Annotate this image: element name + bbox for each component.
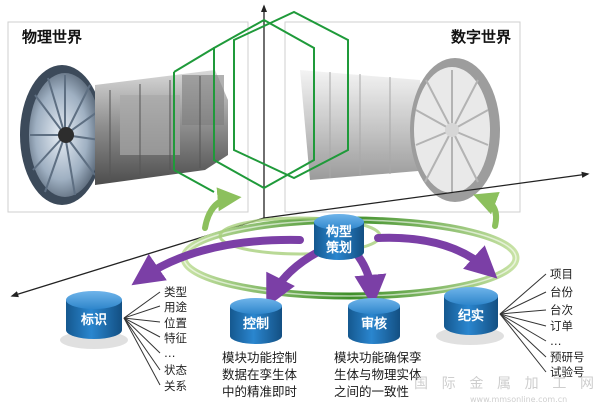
db-jishi-label: 纪实: [458, 308, 484, 324]
right-list-item: …: [550, 334, 562, 348]
kongzhi-desc-line: 数据在孪生体: [222, 367, 298, 382]
arrow-to-jishi: [374, 233, 498, 279]
left-list-item: 状态: [164, 363, 187, 377]
left-list-item: 关系: [164, 379, 187, 393]
shenhe-desc-line: 模块功能确保孪: [334, 350, 422, 365]
kongzhi-desc-line: 模块功能控制: [222, 350, 297, 365]
left-list-item: 位置: [164, 316, 187, 330]
cycle-arrow-right: [473, 192, 500, 229]
watermark-en: www.mmsonline.com.cn: [470, 395, 567, 404]
right-list-item: 台份: [550, 285, 573, 299]
axis-right: [263, 171, 590, 219]
db-biaoshi: 标识: [60, 291, 128, 349]
right-list-item: 台次: [550, 303, 573, 317]
db-jishi: 纪实: [436, 287, 504, 345]
watermark: 国际金属加工网 www.mmsonline.com.cn: [414, 376, 594, 404]
digital-world-title: 数字世界: [451, 28, 511, 46]
right-attribute-list: 项目 台份 台次 订单 … 预研号 试验号: [550, 267, 585, 379]
db-gouxing-label-1: 构型: [326, 224, 352, 240]
shenhe-desc-line: 之间的一致性: [334, 384, 409, 399]
db-shenhe-label: 审核: [361, 316, 387, 332]
shenhe-description: 模块功能确保孪 生体与物理实体 之间的一致性: [334, 350, 422, 399]
cycle-arrow-left: [202, 187, 242, 231]
left-list-item: …: [164, 346, 176, 360]
left-attribute-list: 类型 用途 位置 特征 … 状态 关系: [164, 285, 187, 393]
arrow-to-kongzhi: [266, 248, 322, 308]
right-list-connectors: [499, 273, 547, 373]
physical-world-title: 物理世界: [22, 28, 82, 46]
digital-world-panel: 数字世界: [284, 21, 521, 213]
db-kongzhi-label: 控制: [243, 316, 269, 332]
shenhe-desc-line: 生体与物理实体: [334, 367, 422, 382]
db-gouxing: 构型 策划: [314, 214, 364, 260]
cycle-arrows: [202, 187, 500, 231]
right-list-item: 订单: [550, 319, 573, 333]
right-list-item: 试验号: [550, 365, 585, 379]
left-list-item: 类型: [164, 285, 187, 299]
kongzhi-desc-line: 中的精准即时: [222, 384, 298, 399]
arrow-to-biaoshi: [131, 235, 304, 286]
physical-engine-image: [20, 65, 228, 205]
arrow-to-shenhe: [351, 248, 387, 307]
right-list-item: 预研号: [550, 350, 585, 364]
db-gouxing-label-2: 策划: [326, 240, 352, 256]
db-biaoshi-label: 标识: [80, 312, 107, 328]
left-list-connectors: [123, 291, 161, 386]
hexagon-prism: [173, 10, 349, 193]
left-list-item: 特征: [164, 331, 187, 345]
db-kongzhi: 控制: [230, 298, 282, 344]
physical-world-panel: 物理世界: [7, 21, 249, 213]
kongzhi-description: 模块功能控制 数据在孪生体 中的精准即时: [222, 350, 298, 399]
right-list-item: 项目: [550, 267, 573, 281]
db-shenhe: 审核: [348, 298, 400, 344]
left-list-item: 用途: [164, 300, 187, 314]
